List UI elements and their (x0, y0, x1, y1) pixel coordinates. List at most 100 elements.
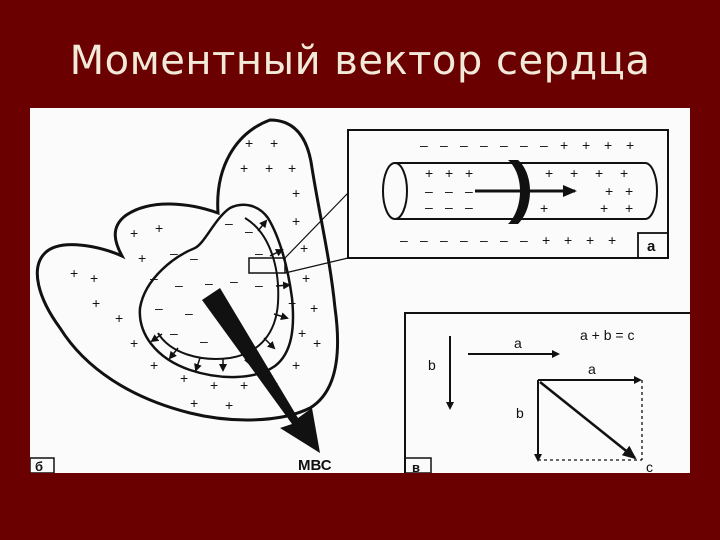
panel-v-label-box (404, 457, 432, 473)
svg-text:+: + (240, 160, 248, 176)
svg-text:+: + (564, 232, 572, 248)
svg-text:+: + (130, 335, 138, 351)
svg-text:+: + (288, 160, 296, 176)
svg-text:–: – (170, 245, 178, 261)
vector-b-standalone-label: b (428, 357, 436, 373)
svg-text:–: – (460, 232, 468, 248)
svg-text:–: – (480, 232, 488, 248)
vector-a-standalone-label: a (514, 335, 522, 351)
svg-text:+: + (560, 137, 568, 153)
vector-b-sum-label: b (516, 405, 524, 421)
svg-text:–: – (425, 199, 433, 215)
vector-c-result (539, 381, 637, 460)
svg-text:+: + (620, 165, 628, 181)
heart-outer-contour (35, 118, 340, 422)
svg-text:+: + (92, 295, 100, 311)
highlight-box (248, 257, 286, 274)
svg-text:+: + (302, 270, 310, 286)
fiber-wave-front (508, 160, 530, 224)
svg-text:–: – (185, 305, 193, 321)
svg-text:–: – (480, 137, 488, 153)
svg-text:+: + (270, 135, 278, 151)
panel-b-label-box (30, 457, 55, 473)
svg-text:+: + (625, 183, 633, 199)
svg-text:–: – (245, 223, 253, 239)
minus-signs: – – – – – – – – – – – – – – – (150, 215, 263, 349)
svg-text:–: – (230, 273, 238, 289)
vector-a-sum-label: a (588, 361, 596, 377)
svg-text:+: + (130, 225, 138, 241)
svg-text:–: – (540, 137, 548, 153)
svg-text:+: + (626, 137, 634, 153)
panel-a-label-box (637, 232, 669, 259)
svg-text:–: – (420, 232, 428, 248)
svg-text:+: + (582, 137, 590, 153)
svg-text:–: – (420, 137, 428, 153)
heart-diagram: + + + + + + + + + + + + + + + + + + + + (30, 118, 349, 473)
svg-text:–: – (175, 277, 183, 293)
panel-a-frame (347, 129, 669, 259)
panel-v: в a + b = c b a a b c (404, 312, 690, 473)
svg-text:+: + (542, 232, 550, 248)
svg-text:+: + (540, 200, 548, 216)
svg-text:–: – (465, 183, 473, 199)
svg-text:+: + (292, 357, 300, 373)
fiber-top-signs: – – – – – – – + + + + (420, 137, 634, 153)
svg-text:+: + (605, 183, 613, 199)
svg-text:+: + (292, 213, 300, 229)
svg-text:+: + (70, 265, 78, 281)
link-line-top (284, 192, 349, 259)
fiber-cylinder (395, 162, 658, 220)
svg-text:+: + (90, 270, 98, 286)
svg-text:–: – (150, 270, 158, 286)
svg-text:–: – (200, 333, 208, 349)
svg-text:–: – (205, 275, 213, 291)
svg-text:–: – (190, 250, 198, 266)
svg-text:–: – (425, 183, 433, 199)
svg-text:–: – (170, 325, 178, 341)
svg-text:+: + (292, 185, 300, 201)
svg-text:–: – (520, 232, 528, 248)
svg-text:–: – (440, 137, 448, 153)
svg-text:+: + (604, 137, 612, 153)
panel-a-label: а (647, 238, 656, 255)
figure-drawing: + + + + + + + + + + + + + + + + + + + + (30, 118, 690, 473)
svg-text:+: + (298, 325, 306, 341)
svg-text:–: – (500, 232, 508, 248)
svg-text:+: + (313, 335, 321, 351)
fiber-bottom-signs: – – – – – – – + + + + (400, 232, 616, 248)
svg-text:+: + (155, 220, 163, 236)
svg-text:+: + (245, 135, 253, 151)
svg-text:+: + (445, 165, 453, 181)
svg-text:+: + (570, 165, 578, 181)
svg-text:+: + (595, 165, 603, 181)
panel-b-label: б (35, 459, 43, 473)
svg-text:–: – (520, 137, 528, 153)
mvs-label: МВС (298, 457, 332, 473)
svg-text:+: + (586, 232, 594, 248)
svg-text:+: + (545, 165, 553, 181)
svg-text:+: + (288, 295, 296, 311)
svg-text:+: + (265, 160, 273, 176)
svg-text:–: – (445, 183, 453, 199)
link-line-bottom (284, 257, 349, 274)
svg-text:–: – (460, 137, 468, 153)
svg-text:+: + (180, 370, 188, 386)
svg-text:–: – (155, 300, 163, 316)
svg-text:+: + (425, 165, 433, 181)
heart-vector-figure: + + + + + + + + + + + + + + + + + + + + (30, 108, 690, 473)
svg-text:+: + (138, 250, 146, 266)
svg-text:+: + (625, 200, 633, 216)
svg-text:+: + (190, 395, 198, 411)
svg-text:–: – (445, 199, 453, 215)
heart-inner-contour (138, 203, 295, 379)
svg-text:+: + (115, 310, 123, 326)
svg-text:+: + (240, 377, 248, 393)
slide-title: Моментный вектор сердца (69, 38, 651, 84)
svg-text:–: – (465, 199, 473, 215)
svg-text:–: – (255, 245, 263, 261)
heart-moment-vector (202, 288, 320, 453)
svg-text:+: + (310, 300, 318, 316)
depolarization-front (157, 217, 280, 360)
fiber-end-cap (382, 162, 408, 220)
